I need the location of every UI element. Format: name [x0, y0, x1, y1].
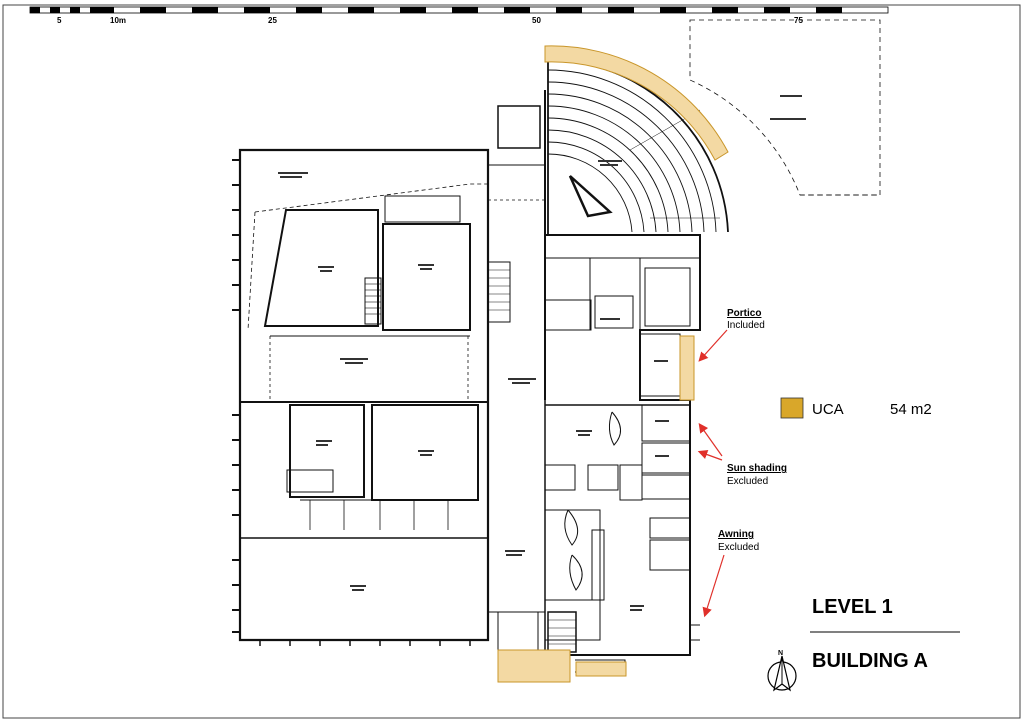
- callout-sun-shading-status: Excluded: [727, 476, 768, 487]
- scale-label-50: 50: [532, 16, 541, 25]
- lecture-theatre: [547, 59, 729, 235]
- scale-label-75: 75: [794, 16, 803, 25]
- sheet-border: [2, 4, 1021, 719]
- north-arrow-icon: N: [767, 650, 797, 692]
- callout-sun-shading-title: Sun shading: [727, 463, 787, 474]
- callout-portico-status: Included: [727, 320, 765, 331]
- uca-areas: [497, 45, 729, 683]
- legend-label: UCA: [812, 401, 844, 418]
- callout-portico-title: Portico: [727, 308, 761, 319]
- level-title: LEVEL 1: [812, 596, 893, 618]
- scale-label-10m: 10m: [110, 16, 126, 25]
- scale-label-5: 5: [57, 16, 62, 25]
- scale-label-25: 25: [268, 16, 277, 25]
- uca-entry: [497, 649, 571, 683]
- legend-swatch: [780, 397, 804, 419]
- callout-awning-title: Awning: [718, 529, 754, 540]
- uca-south-strip: [575, 661, 627, 677]
- scale-bar: 5 10m 25 50 75: [29, 6, 889, 25]
- building-title: BUILDING A: [812, 650, 928, 672]
- uca-portico: [679, 335, 695, 401]
- north-label: N: [778, 650, 783, 657]
- uca-lecture-canopy: [544, 45, 729, 161]
- floor-plan: [232, 19, 881, 673]
- callout-awning-status: Excluded: [718, 542, 759, 553]
- room-labels: [278, 95, 806, 611]
- callout-arrows: [697, 329, 728, 618]
- legend-area: 54 m2: [890, 401, 932, 418]
